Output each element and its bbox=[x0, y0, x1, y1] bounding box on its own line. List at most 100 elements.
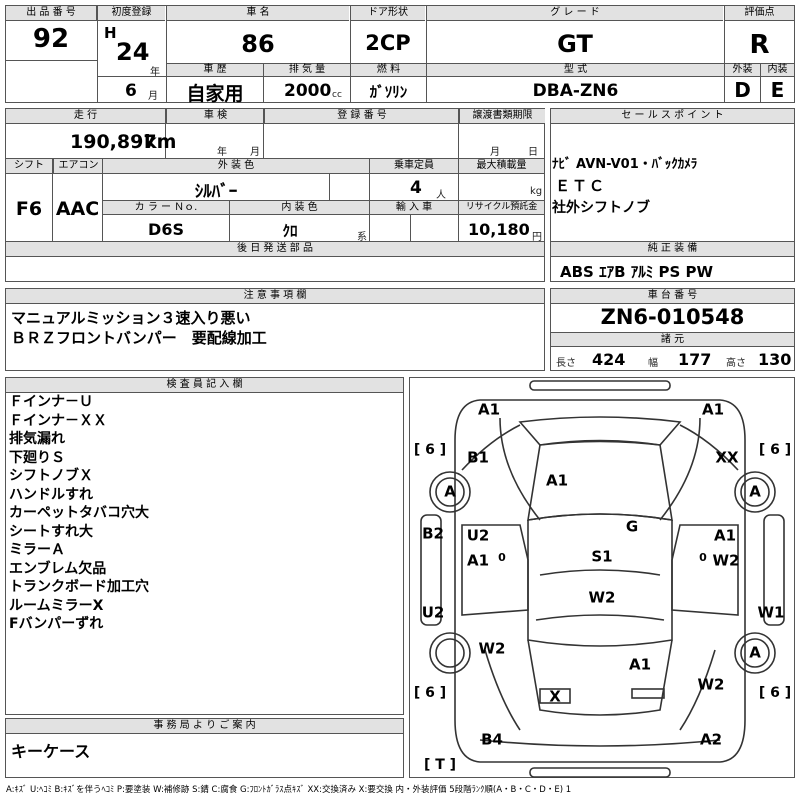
damage-mark: U2 bbox=[467, 527, 490, 545]
recycle-label-cell: リサイクル預託金 bbox=[459, 201, 544, 215]
car-history: 自家用 bbox=[186, 83, 244, 105]
exterior-color: ｼﾙﾊﾞｰ bbox=[194, 182, 238, 202]
tire-tread-mark: [ T ] bbox=[424, 757, 456, 773]
damage-mark: A1 bbox=[546, 472, 568, 490]
air-conditioner: AAC bbox=[55, 198, 100, 220]
grade-label-cell: グ レ ー ド bbox=[427, 6, 723, 21]
exterior-score: D bbox=[734, 78, 751, 102]
max-load-unit: kg bbox=[530, 186, 543, 197]
inspector-line: Ｆインナ－ＸＸ bbox=[9, 412, 107, 429]
first-reg-label-cell: 初度登録 bbox=[98, 6, 165, 21]
damage-mark: XX bbox=[715, 449, 739, 467]
shift: F6 bbox=[15, 198, 43, 220]
damage-mark: W2 bbox=[713, 552, 740, 570]
damage-mark: G bbox=[626, 518, 638, 536]
door-label-cell: ドア形状 bbox=[351, 6, 425, 21]
lot-no-label-cell: 出 品 番 号 bbox=[6, 6, 97, 21]
inspection-year-unit: 年 bbox=[217, 147, 227, 158]
score-label-cell: 評価点 bbox=[725, 6, 794, 21]
fuel-label-cell: 燃 料 bbox=[351, 64, 426, 77]
transfer-month-unit: 月 bbox=[490, 147, 500, 158]
model-code: DBA-ZN6 bbox=[532, 81, 619, 101]
inspector-line: カーペットタバコ穴大 bbox=[9, 505, 149, 521]
color-label-cell: 外 装 色 bbox=[103, 159, 369, 174]
damage-mark: W2 bbox=[589, 589, 616, 607]
inspector-line: Ｆインナ－Ｕ bbox=[9, 394, 93, 410]
damage-mark: S1 bbox=[591, 548, 612, 566]
wheel-mark: A bbox=[749, 644, 761, 662]
chassis-block bbox=[550, 288, 795, 371]
reg-year: 24 bbox=[116, 38, 150, 66]
displacement-label-cell: 排 気 量 bbox=[264, 64, 350, 77]
width: 177 bbox=[678, 350, 712, 369]
door-type: 2CP bbox=[365, 31, 411, 55]
inspector-block bbox=[5, 377, 404, 715]
office-label-cell: 事 務 局 よ り ご 案 内 bbox=[6, 719, 403, 734]
length-label: 長さ bbox=[556, 358, 576, 369]
office-block bbox=[5, 718, 404, 778]
width-label: 幅 bbox=[648, 358, 658, 369]
note-line: ＢＲＺフロントバンパー 要配線加工 bbox=[11, 329, 267, 347]
inspector-line: ルームミラーX bbox=[9, 597, 104, 614]
damage-mark: A2 bbox=[700, 731, 722, 749]
interior-score: E bbox=[770, 78, 785, 102]
recycle-fee-unit: 円 bbox=[532, 232, 542, 243]
era: H bbox=[104, 24, 117, 42]
import-label-cell: 輸 入 車 bbox=[370, 201, 458, 215]
model-label-cell: 型 式 bbox=[427, 64, 724, 77]
chassis-number: ZN6-010548 bbox=[600, 305, 745, 329]
inspection-label-cell: 車 検 bbox=[166, 109, 264, 124]
int-color-label-cell: 内 装 色 bbox=[230, 201, 369, 215]
damage-mark: B1 bbox=[467, 449, 489, 467]
lot-number: 92 bbox=[32, 24, 70, 54]
inspector-notes: Ｆインナ－Ｕ Ｆインナ－ＸＸ 排気漏れ 下廻りＳ シフトノブＸ ハンドルすれ カ… bbox=[9, 393, 149, 634]
mileage-label-cell: 走 行 bbox=[6, 109, 165, 124]
legend: A:ｷｽﾞ U:ﾍｺﾐ B:ｷｽﾞを伴うﾍｺﾐ P:要塗装 W:補修跡 S:錆 … bbox=[6, 785, 572, 795]
equipment-label-cell: 純 正 装 備 bbox=[551, 242, 794, 257]
damage-mark: X bbox=[549, 688, 561, 706]
inspector-line: ミラーＡ bbox=[9, 542, 65, 558]
notes-block bbox=[5, 288, 545, 371]
damage-mark: U2 bbox=[422, 604, 445, 622]
damage-mark: B4 bbox=[481, 731, 503, 749]
damage-mark: B2 bbox=[422, 525, 444, 543]
shift-label-cell: シフト bbox=[6, 159, 52, 174]
recycle-fee: 10,180 bbox=[468, 220, 530, 239]
displacement: 2000 bbox=[284, 81, 332, 101]
height-label: 高さ bbox=[726, 358, 746, 369]
displacement-unit: cc bbox=[332, 90, 342, 100]
score: R bbox=[749, 30, 770, 60]
grade: GT bbox=[557, 30, 593, 58]
length: 424 bbox=[592, 350, 626, 369]
transfer-label-cell: 譲渡書類期限 bbox=[459, 109, 545, 124]
damage-mark: A1 bbox=[702, 401, 724, 419]
zero-mark: 0 bbox=[699, 551, 707, 564]
later-parts-label-cell: 後 日 発 送 部 品 bbox=[6, 242, 544, 257]
inspector-line: トランクボード加工穴 bbox=[9, 579, 149, 595]
sales-point-line: ﾅﾋﾞ AVN-V01・ﾊﾞｯｸｶﾒﾗ bbox=[552, 157, 698, 172]
sales-points-label-cell: セ ー ル ス ポ イ ン ト bbox=[551, 109, 794, 124]
reg-year-unit: 年 bbox=[150, 67, 160, 78]
sales-point-line: ＥＴＣ bbox=[555, 177, 607, 195]
inspector-label-cell: 検 査 員 記 入 欄 bbox=[6, 378, 403, 393]
tire-tread-mark: [ 6 ] bbox=[759, 442, 791, 458]
inspector-line: エンブレム欠品 bbox=[9, 560, 107, 577]
specs-label-cell: 諸 元 bbox=[551, 332, 794, 347]
reg-no-label-cell: 登 録 番 号 bbox=[264, 109, 459, 124]
mileage: 190,897 bbox=[70, 131, 157, 153]
standard-equipment: ABS ｴｱB ｱﾙﾐ PS PW bbox=[560, 263, 714, 281]
damage-mark: A1 bbox=[467, 552, 489, 570]
tire-tread-mark: [ 6 ] bbox=[414, 442, 446, 458]
capacity: 4 bbox=[410, 178, 422, 198]
inspection-month-unit: 月 bbox=[250, 147, 260, 158]
inspector-line: シートすれ大 bbox=[9, 523, 93, 540]
rear-bumper-strip bbox=[529, 767, 671, 778]
sales-point-line: 社外シフトノブ bbox=[552, 200, 650, 216]
color-no-label-cell: カ ラ ー Ｎｏ. bbox=[103, 201, 229, 215]
damage-mark: A1 bbox=[478, 401, 500, 419]
zero-mark: 0 bbox=[498, 551, 506, 564]
inspector-line: Fバンパーずれ bbox=[9, 616, 104, 632]
interior-label-cell: 内装 bbox=[761, 64, 794, 77]
inspector-line: 下廻りＳ bbox=[9, 449, 65, 466]
chassis-label-cell: 車 台 番 号 bbox=[551, 289, 794, 304]
